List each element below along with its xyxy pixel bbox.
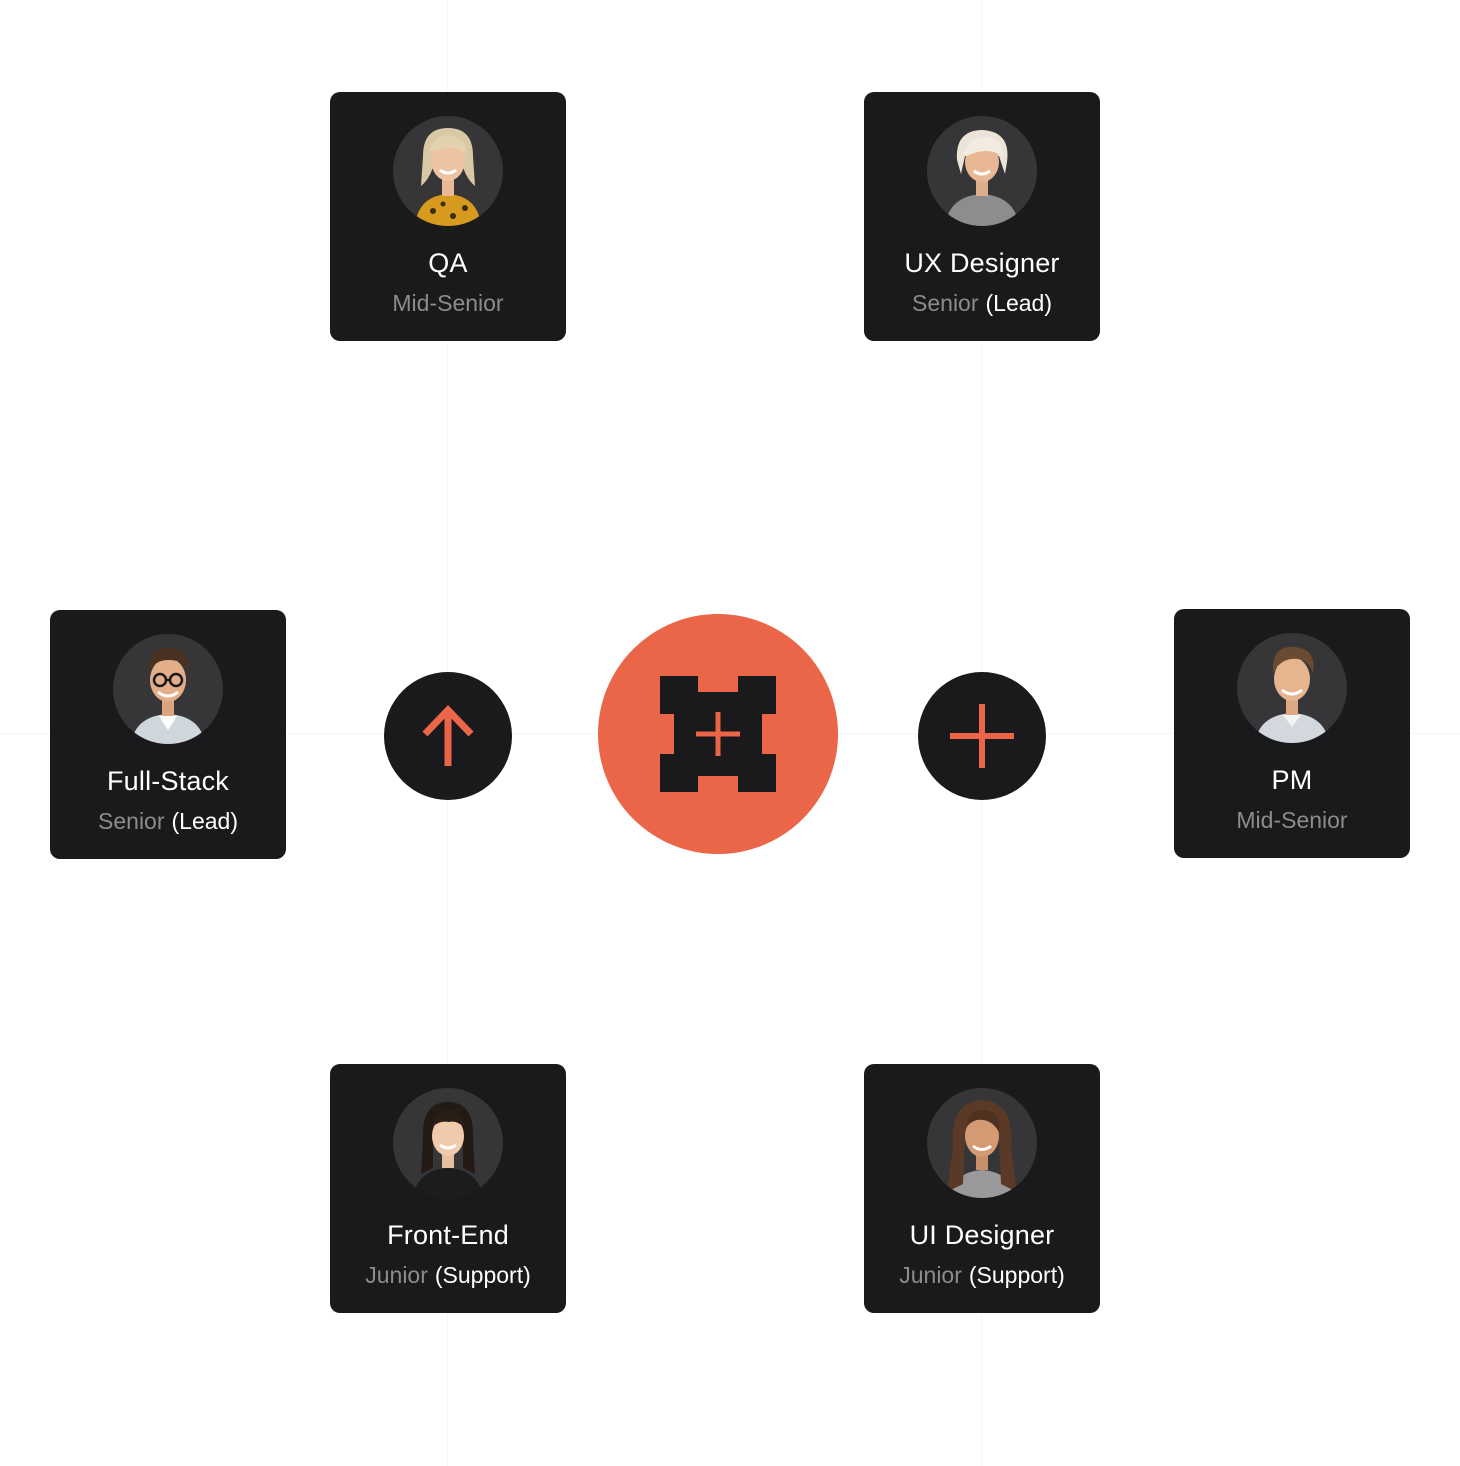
member-subtitle: Junior(Support) — [330, 1262, 566, 1288]
member-title: Front-End — [387, 1220, 509, 1250]
member-role: (Lead) — [171, 808, 238, 834]
member-card-ui-designer[interactable]: UI Designer Junior(Support) — [864, 1064, 1100, 1313]
avatar — [927, 116, 1037, 226]
member-level: Junior — [899, 1262, 962, 1288]
add-member-button[interactable] — [918, 672, 1046, 800]
member-subtitle: Mid-Senior — [330, 290, 566, 316]
avatar — [927, 1088, 1037, 1198]
member-level: Senior — [98, 808, 165, 834]
member-title: UX Designer — [904, 248, 1060, 278]
member-level: Mid-Senior — [1236, 807, 1348, 833]
plus-icon — [950, 704, 1014, 768]
member-card-pm[interactable]: PM Mid-Senior — [1174, 609, 1410, 858]
avatar — [393, 1088, 503, 1198]
hub-logo — [598, 614, 838, 854]
member-title: UI Designer — [909, 1220, 1055, 1250]
member-level: Mid-Senior — [392, 290, 504, 316]
member-card-ux-designer[interactable]: UX Designer Senior(Lead) — [864, 92, 1100, 341]
avatar — [113, 634, 223, 744]
member-title: Full-Stack — [106, 766, 230, 796]
member-level: Junior — [365, 1262, 428, 1288]
member-subtitle: Mid-Senior — [1174, 807, 1410, 833]
member-card-front-end[interactable]: Front-End Junior(Support) — [330, 1064, 566, 1313]
member-role: (Support) — [968, 1262, 1065, 1288]
member-card-qa[interactable]: QA Mid-Senior — [330, 92, 566, 341]
member-card-full-stack[interactable]: Full-Stack Senior(Lead) — [50, 610, 286, 859]
member-subtitle: Senior(Lead) — [864, 290, 1100, 316]
avatar — [393, 116, 503, 226]
member-title: QA — [428, 248, 468, 278]
brand-logo-icon — [660, 676, 776, 792]
member-role: (Lead) — [985, 290, 1052, 316]
member-level: Senior — [912, 290, 979, 316]
arrow-up-icon — [422, 704, 474, 766]
member-subtitle: Junior(Support) — [864, 1262, 1100, 1288]
member-title: PM — [1271, 765, 1313, 795]
member-role: (Support) — [434, 1262, 531, 1288]
member-subtitle: Senior(Lead) — [50, 808, 286, 834]
avatar — [1237, 633, 1347, 743]
upgrade-button[interactable] — [384, 672, 512, 800]
